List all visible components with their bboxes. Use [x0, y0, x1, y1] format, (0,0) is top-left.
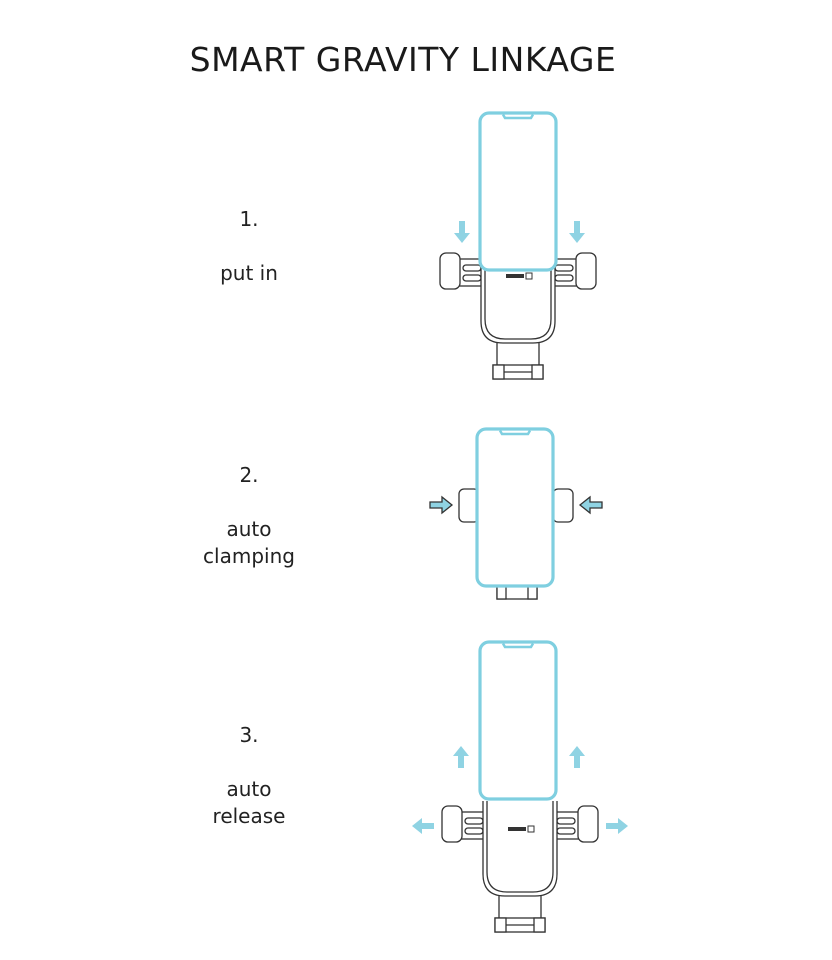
phone-icon: [475, 427, 555, 588]
step-3-illustration: [412, 640, 628, 933]
step-1-illustration: [439, 111, 597, 380]
step-3-text-line2: release: [212, 804, 286, 828]
phone-icon: [478, 640, 558, 801]
car-holder-icon: [441, 800, 599, 933]
step-2-text-line2: clamping: [203, 544, 295, 568]
arrow-down-icon: [454, 221, 470, 243]
phone-icon: [478, 111, 558, 272]
arrow-left-icon: [412, 818, 434, 834]
arrow-right-icon: [606, 818, 628, 834]
step-3-number: 3.: [239, 723, 259, 747]
arrow-left-icon: [579, 496, 603, 514]
arrow-up-icon: [453, 746, 469, 768]
right-clamp: [552, 488, 574, 523]
step-2-illustration: [429, 427, 603, 600]
step-3-text-line1: auto: [226, 777, 272, 801]
step-2-text-line1: auto: [226, 517, 272, 541]
step-1-text: put in: [220, 261, 278, 285]
page-title: SMART GRAVITY LINKAGE: [189, 40, 617, 79]
arrow-down-icon: [569, 221, 585, 243]
arrow-right-icon: [429, 496, 453, 514]
arrow-up-icon: [569, 746, 585, 768]
step-1-number: 1.: [239, 207, 259, 231]
step-2-number: 2.: [239, 463, 259, 487]
